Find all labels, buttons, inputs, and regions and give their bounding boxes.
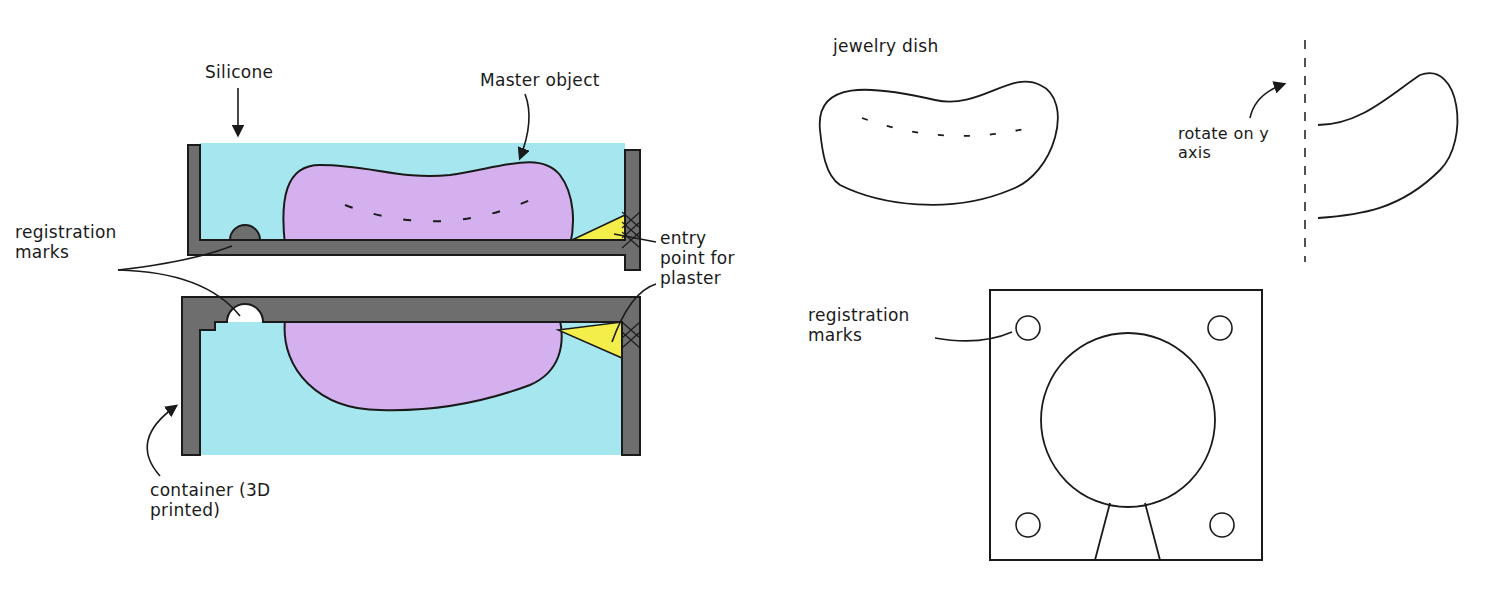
rotation-axis (1304, 40, 1306, 262)
dish-dashes (862, 118, 1040, 136)
registration-bump (230, 225, 260, 240)
hatching (622, 212, 640, 248)
callout-label: registration marks (15, 222, 140, 262)
callout-label: entry point for plaster (660, 228, 755, 288)
callout-label: container (3D printed) (150, 480, 290, 520)
plaster-entry (572, 215, 625, 242)
dish-cavity (1041, 333, 1215, 507)
container-top (188, 145, 640, 270)
callout-label: Silicone (205, 62, 315, 82)
master-object (283, 162, 573, 245)
leader-lines (118, 84, 1284, 476)
callout-label: jewelry dish (833, 36, 993, 56)
mold-plan (990, 290, 1262, 560)
master-object (285, 320, 562, 410)
registration-holes (1016, 316, 1234, 537)
dish-outline (820, 82, 1058, 205)
dish-dashes (345, 200, 530, 221)
callout-label: rotate on y axis (1178, 125, 1278, 163)
half-profile (1318, 73, 1457, 218)
container-bottom (182, 297, 640, 455)
pour-channel (1095, 503, 1160, 560)
callout-label: registration marks (808, 305, 933, 345)
callout-label: Master object (480, 70, 650, 90)
hatching (622, 322, 640, 348)
